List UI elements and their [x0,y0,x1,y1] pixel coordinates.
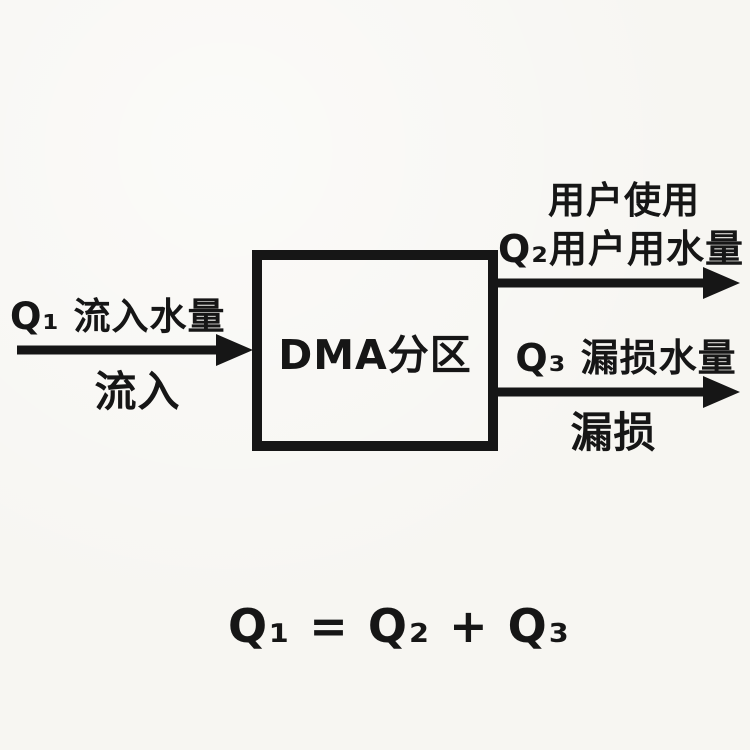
leak-outflow-sublabel: 漏损 [570,408,657,457]
leak-outflow-label: Q₃ 漏损水量 [515,336,737,380]
user-outflow-label: Q₂用户用水量 [498,227,744,271]
user-outflow-arrow-right-icon [497,267,740,299]
dma-zone-label: DMA分区 [278,330,472,379]
inflow-arrow-right-icon [17,334,253,366]
inflow-sublabel: 流入 [94,367,181,416]
inflow-label: Q₁ 流入水量 [10,295,226,338]
leak-outflow-arrow-right-icon [497,376,740,408]
water-balance-equation: Q₁ = Q₂ + Q₃ [228,599,571,653]
dma-zone-box: DMA分区 [252,250,498,451]
user-outflow-title: 用户使用 [548,179,700,222]
